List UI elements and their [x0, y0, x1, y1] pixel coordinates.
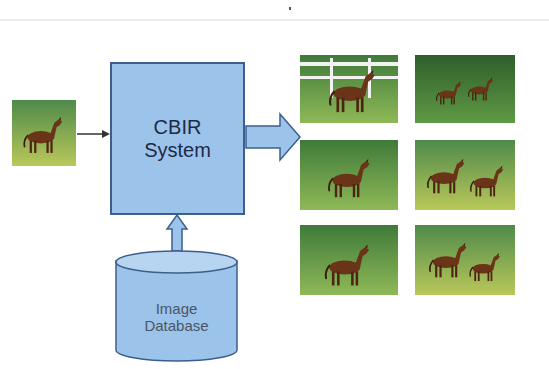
- query-arrow: [77, 133, 103, 135]
- query-image: [12, 100, 76, 166]
- result-images: [300, 55, 515, 295]
- block-arrow: [167, 215, 187, 251]
- node-label: Image Database: [135, 300, 218, 335]
- process-box: CBIR System: [110, 62, 245, 215]
- database-cylinder: Image Database: [115, 250, 238, 362]
- node-label: CBIR System: [138, 116, 217, 162]
- result-arrow: [246, 114, 300, 160]
